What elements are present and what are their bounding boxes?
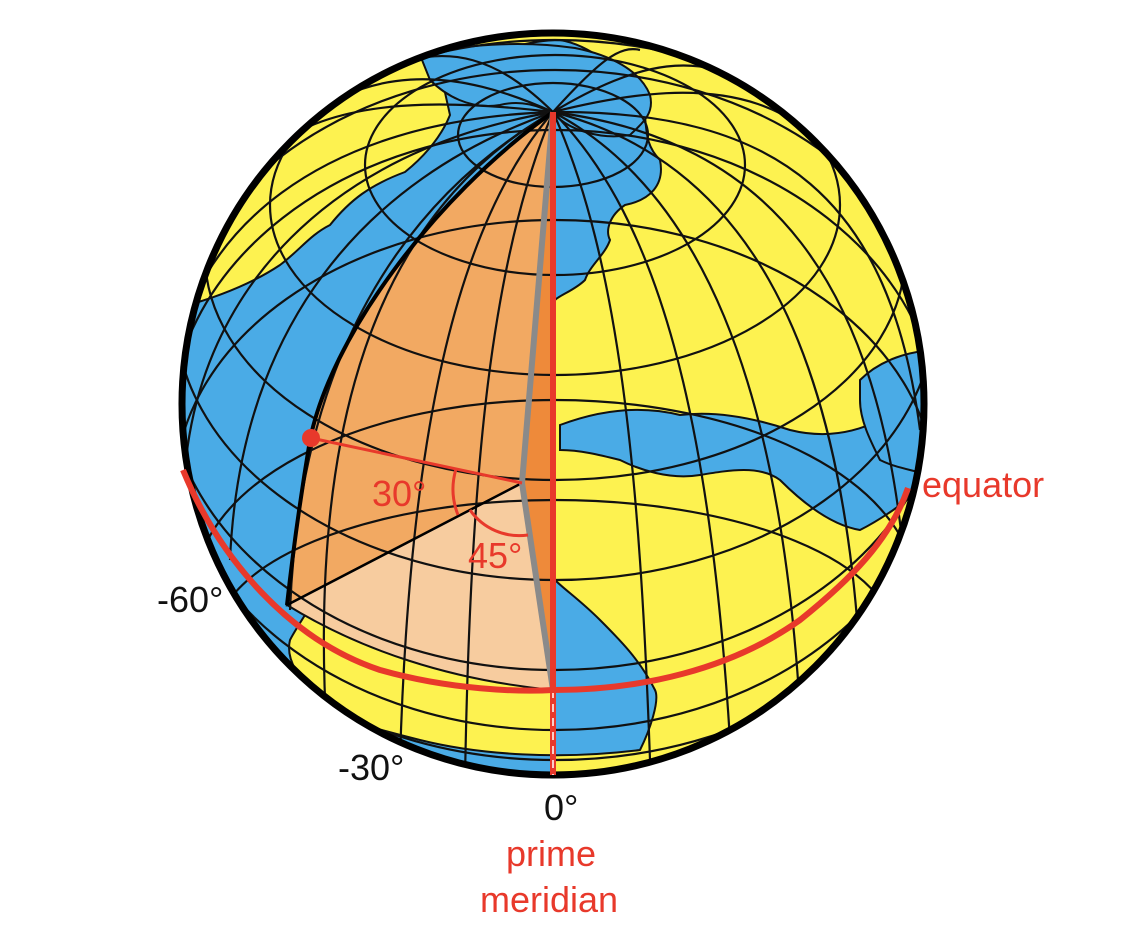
equator-label: equator <box>922 464 1044 505</box>
meridian-13 <box>552 110 862 661</box>
meridian-10 <box>551 111 652 761</box>
meridian-18 <box>552 48 641 113</box>
wedge-meridian-edge <box>285 110 555 606</box>
prime-meridian-label-line2: meridian <box>480 879 618 920</box>
meridian-12 <box>552 111 802 711</box>
lon-minus30-label: -30° <box>338 747 404 788</box>
latitude-radius-line <box>310 436 523 485</box>
meridian-8 <box>398 111 554 761</box>
meridian-9 <box>463 111 555 775</box>
wedge-radius-line <box>286 481 523 607</box>
latitude-angle-arc <box>451 468 460 516</box>
prime-meridian-label-line1: prime <box>506 833 596 874</box>
lon-minus60-label: -60° <box>157 579 223 620</box>
meridian-2 <box>228 110 554 561</box>
meridian-15 <box>552 110 922 431</box>
red-dot-icon <box>302 429 320 447</box>
longitude-angle-arc <box>468 509 529 538</box>
lon-0-label: 0° <box>544 787 578 828</box>
meridian-11 <box>552 111 732 741</box>
meridian-3 <box>183 110 554 471</box>
meridian-19 <box>322 111 554 775</box>
equator-line <box>180 468 911 694</box>
meridian-14 <box>552 110 907 571</box>
longitude-angle-label: 45° <box>468 535 522 576</box>
latitude-angle-label: 30° <box>372 473 426 514</box>
